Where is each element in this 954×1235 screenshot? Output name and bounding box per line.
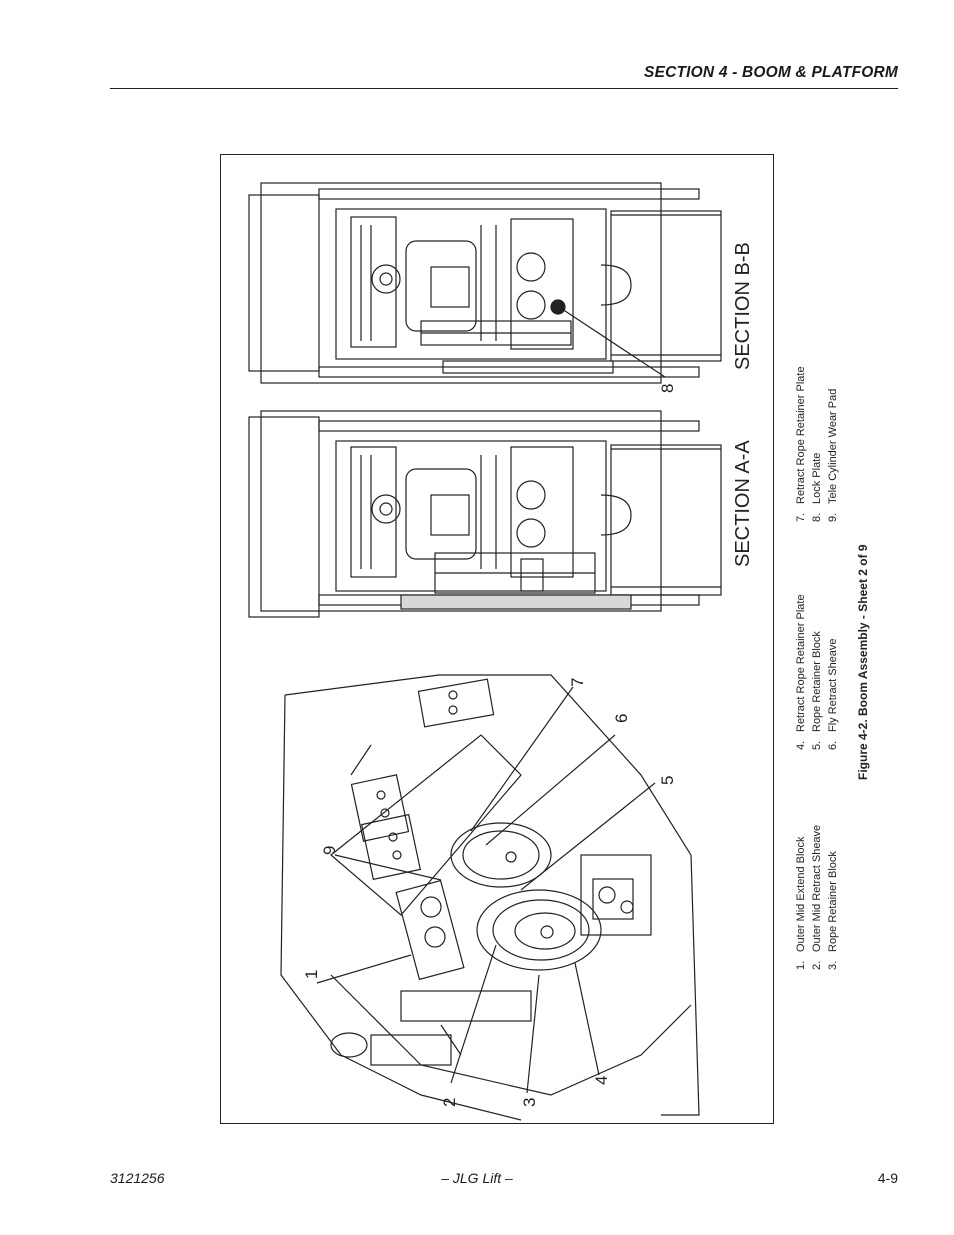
callout-4: 4 bbox=[592, 1076, 611, 1085]
section-bb-label: SECTION B-B bbox=[732, 242, 754, 370]
legend-4-text: Retract Rope Retainer Plate bbox=[795, 594, 807, 732]
section-aa-drawing bbox=[248, 410, 722, 618]
boom-assembly-figure: SECTION B-B bbox=[248, 182, 754, 1121]
callout-6: 6 bbox=[612, 714, 631, 723]
callout-2: 2 bbox=[440, 1098, 459, 1107]
legend-2-text: Outer Mid Retract Sheave bbox=[811, 825, 823, 952]
legend-7-num: 7. bbox=[795, 513, 807, 522]
callout-1: 1 bbox=[302, 970, 321, 979]
section-title: SECTION 4 - BOOM & PLATFORM bbox=[644, 64, 898, 81]
callout-9: 9 bbox=[320, 846, 339, 855]
legend-6-num: 6. bbox=[827, 741, 839, 750]
footer-center-text: – JLG Lift – bbox=[441, 1170, 513, 1186]
figure-frame: SECTION B-B bbox=[220, 154, 774, 1124]
legend-1-text: Outer Mid Extend Block bbox=[795, 836, 807, 952]
legend-7-text: Retract Rope Retainer Plate bbox=[795, 366, 807, 504]
header-divider bbox=[110, 88, 898, 89]
perspective-assembly-drawing bbox=[280, 674, 700, 1121]
callout-5: 5 bbox=[658, 776, 677, 785]
legend-1-num: 1. bbox=[795, 961, 807, 970]
legend-3-num: 3. bbox=[827, 961, 839, 970]
legend-8-num: 8. bbox=[811, 513, 823, 522]
legend-5-text: Rope Retainer Block bbox=[811, 631, 823, 732]
legend-3-text: Rope Retainer Block bbox=[827, 851, 839, 952]
callout-3: 3 bbox=[520, 1098, 539, 1107]
section-bb-drawing bbox=[248, 182, 722, 384]
callout-7: 7 bbox=[568, 678, 587, 687]
legend-8-text: Lock Plate bbox=[811, 453, 823, 504]
callout-8: 8 bbox=[658, 384, 677, 393]
legend-9-text: Tele Cylinder Wear Pad bbox=[827, 389, 839, 504]
legend-5-num: 5. bbox=[811, 741, 823, 750]
legend-2-num: 2. bbox=[811, 961, 823, 970]
section-aa-label: SECTION A-A bbox=[732, 440, 754, 567]
doc-number: 3121256 bbox=[110, 1170, 165, 1186]
legend-9-num: 9. bbox=[827, 513, 839, 522]
legend-6-text: Fly Retract Sheave bbox=[827, 638, 839, 732]
legend-4-num: 4. bbox=[795, 741, 807, 750]
page-number: 4-9 bbox=[877, 1170, 898, 1186]
figure-caption: Figure 4-2. Boom Assembly - Sheet 2 of 9 bbox=[856, 544, 870, 780]
